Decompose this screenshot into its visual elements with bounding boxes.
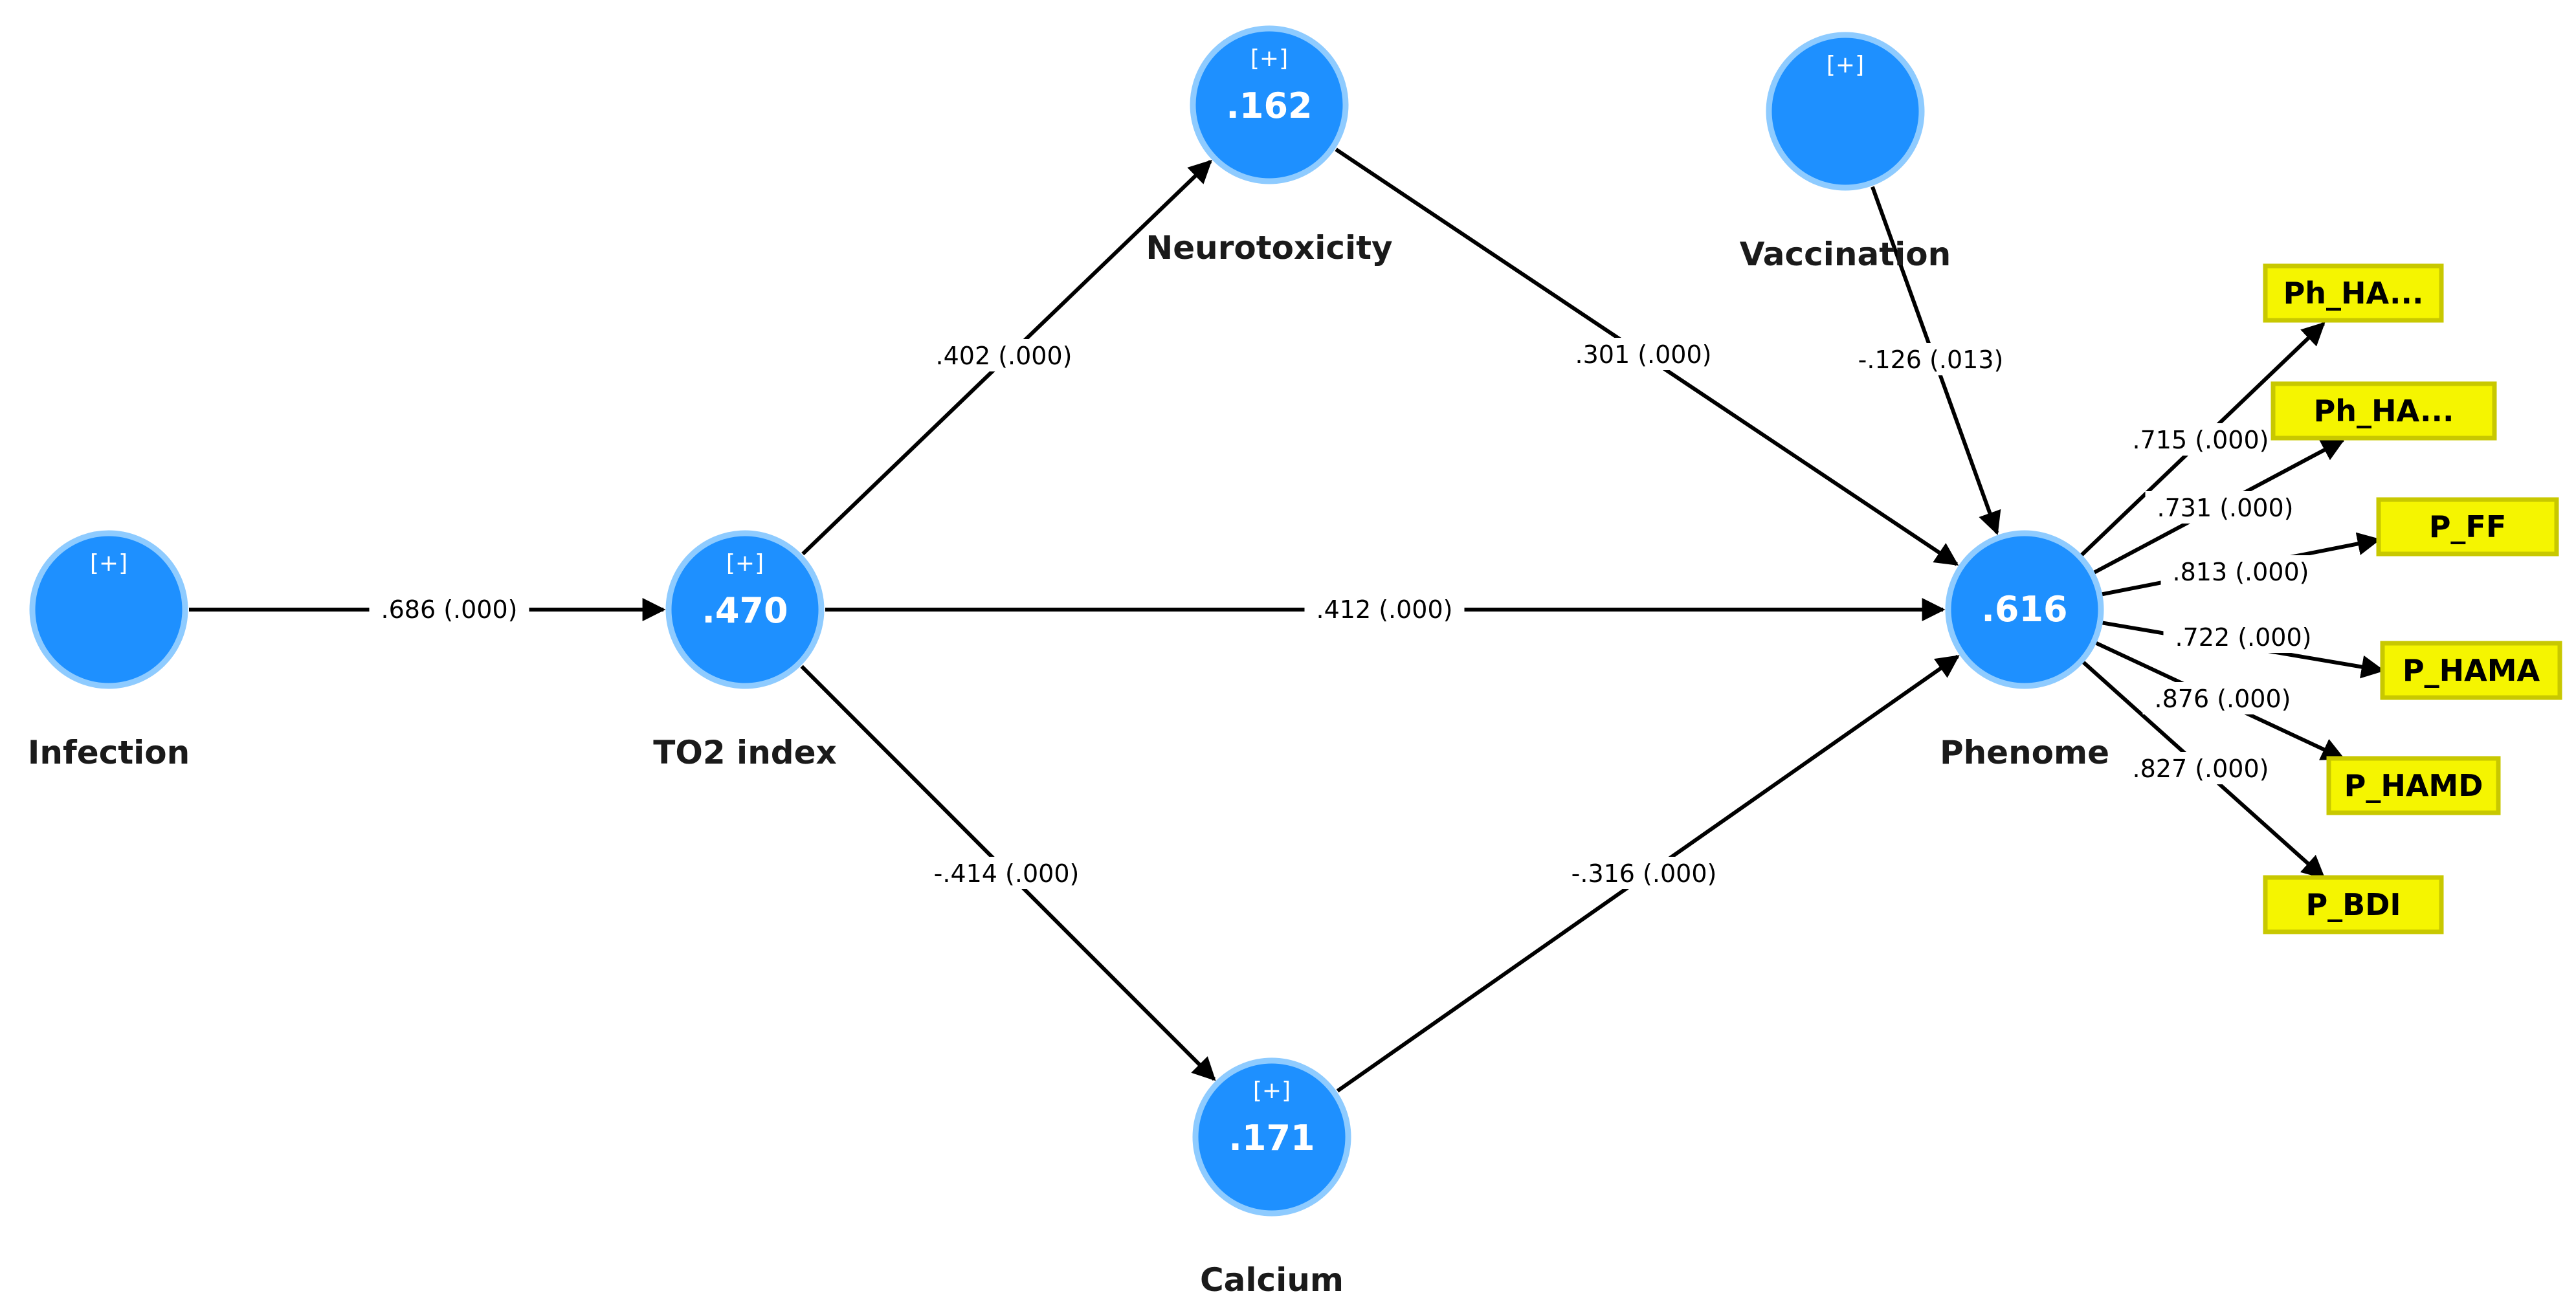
loading-coefficient-ind1-text: .715 (.000) — [2133, 426, 2269, 454]
construct-label-phenome: Phenome — [1940, 734, 2109, 771]
indicator-box-ind6[interactable] — [2263, 875, 2444, 934]
indicator-label-ind3: P_FF — [2429, 509, 2507, 544]
path-coefficient-calcium-to-phenome: -.316 (.000) — [1557, 857, 1731, 889]
loading-coefficient-ind5-bg — [2142, 682, 2303, 714]
loading-coefficient-ind1-bg — [2120, 423, 2281, 456]
construct-label-to2: TO2 index — [653, 734, 837, 771]
loading-coefficient-ind2: .731 (.000) — [2145, 491, 2305, 524]
path-coefficient-infection-to-to2-bg — [369, 593, 529, 625]
path-coefficient-infection-to-to2: .686 (.000) — [369, 593, 529, 625]
construct-circle-calcium[interactable] — [1192, 1057, 1351, 1217]
construct-label-infection: Infection — [28, 734, 190, 771]
indicator-ind4[interactable]: P_HAMA — [2380, 641, 2562, 700]
loading-coefficient-ind2-text: .731 (.000) — [2157, 494, 2294, 522]
loading-coefficient-ind6-text: .827 (.000) — [2133, 755, 2269, 783]
path-coefficient-neuro-to-phenome-text: .301 (.000) — [1575, 340, 1712, 369]
indicator-box-ind3[interactable] — [2376, 497, 2559, 557]
construct-label-calcium: Calcium — [1200, 1261, 1344, 1299]
path-coefficient-to2-to-calcium-text: -.414 (.000) — [934, 859, 1080, 888]
coefficient-labels: .686 (.000) .402 (.000) .412 (.000) -.414 (… — [369, 338, 2324, 889]
expand-icon-to2[interactable]: [+] — [726, 550, 764, 577]
expand-icon-calcium[interactable]: [+] — [1253, 1077, 1291, 1104]
path-coefficient-vacc-to-phenome-bg — [1844, 343, 2017, 375]
expand-icon-infection[interactable]: [+] — [90, 550, 128, 577]
construct-circle-to2[interactable] — [665, 530, 825, 689]
loading-coefficient-ind1: .715 (.000) — [2120, 423, 2281, 456]
indicator-label-ind5: P_HAMD — [2344, 768, 2483, 803]
construct-circle-phenome[interactable] — [1945, 530, 2104, 689]
indicator-label-ind6: P_BDI — [2305, 887, 2401, 922]
indicator-box-ind2[interactable] — [2271, 381, 2497, 441]
path-coefficient-infection-to-to2-text: .686 (.000) — [381, 595, 518, 624]
construct-circle-infection[interactable] — [29, 530, 188, 689]
r-squared-phenome: .616 — [1981, 589, 2067, 630]
path-coefficient-neuro-to-phenome-bg — [1563, 338, 1724, 370]
indicator-box-ind5[interactable] — [2326, 756, 2501, 815]
loading-coefficient-ind3-bg — [2160, 555, 2321, 588]
r-squared-neuro: .162 — [1226, 85, 1312, 126]
path-coefficient-calcium-to-phenome-text: -.316 (.000) — [1571, 859, 1717, 888]
path-coefficient-to2-to-neuro: .402 (.000) — [924, 339, 1084, 371]
construct-label-neuro: Neurotoxicity — [1146, 229, 1392, 267]
loading-coefficient-ind4-text: .722 (.000) — [2175, 623, 2312, 652]
loading-coefficient-ind6: .827 (.000) — [2120, 752, 2281, 784]
indicators: Ph_HA... Ph_HA... P_FF P_HAMA P_HAMD P_BDI — [2263, 263, 2562, 934]
expand-icon-vacc[interactable]: [+] — [1827, 52, 1864, 78]
r-squared-to2: .470 — [702, 590, 788, 631]
path-coefficient-to2-to-neuro-text: .402 (.000) — [936, 342, 1072, 370]
indicator-label-ind1: Ph_HA... — [2283, 276, 2424, 311]
loading-coefficient-ind5: .876 (.000) — [2142, 682, 2303, 714]
construct-circle-vacc[interactable] — [1766, 32, 1925, 191]
path-coefficient-vacc-to-phenome-text: -.126 (.013) — [1858, 346, 2004, 374]
path-coefficient-neuro-to-phenome: .301 (.000) — [1563, 338, 1724, 370]
path-coefficient-vacc-to-phenome: -.126 (.013) — [1844, 343, 2017, 375]
indicator-label-ind4: P_HAMA — [2403, 653, 2540, 688]
loading-coefficient-ind2-bg — [2145, 491, 2305, 524]
indicator-ind6[interactable]: P_BDI — [2263, 875, 2444, 934]
indicator-ind5[interactable]: P_HAMD — [2326, 756, 2501, 815]
indicator-label-ind2: Ph_HA... — [2314, 393, 2454, 428]
path-coefficient-to2-to-phenome-text: .412 (.000) — [1316, 595, 1453, 624]
indicator-ind3[interactable]: P_FF — [2376, 497, 2559, 557]
construct-label-vacc: Vaccination — [1740, 236, 1951, 273]
path-coefficient-to2-to-phenome-bg — [1304, 593, 1465, 625]
construct-infection[interactable]: [+] Infection — [28, 530, 190, 771]
r-squared-calcium: .171 — [1228, 1118, 1315, 1158]
construct-circle-neuro[interactable] — [1190, 25, 1349, 184]
loading-coefficient-ind3-text: .813 (.000) — [2173, 558, 2309, 586]
indicator-ind1[interactable]: Ph_HA... — [2263, 263, 2444, 323]
indicator-box-ind1[interactable] — [2263, 263, 2444, 323]
path-coefficient-to2-to-calcium: -.414 (.000) — [920, 857, 1093, 889]
indicator-ind2[interactable]: Ph_HA... — [2271, 381, 2497, 441]
loading-coefficient-ind3: .813 (.000) — [2160, 555, 2321, 588]
construct-vacc[interactable]: [+] Vaccination — [1740, 32, 1951, 273]
path-coefficient-to2-to-neuro-bg — [924, 339, 1084, 371]
loading-coefficient-ind6-bg — [2120, 752, 2281, 784]
path-coefficient-to2-to-phenome: .412 (.000) — [1304, 593, 1465, 625]
loading-coefficient-ind5-text: .876 (.000) — [2155, 685, 2291, 713]
path-coefficient-to2-to-calcium-bg — [920, 857, 1093, 889]
loading-coefficient-ind4: .722 (.000) — [2163, 621, 2324, 653]
loading-coefficient-ind4-bg — [2163, 621, 2324, 653]
expand-icon-neuro[interactable]: [+] — [1250, 45, 1288, 72]
path-coefficient-calcium-to-phenome-bg — [1557, 857, 1731, 889]
indicator-box-ind4[interactable] — [2380, 641, 2562, 700]
